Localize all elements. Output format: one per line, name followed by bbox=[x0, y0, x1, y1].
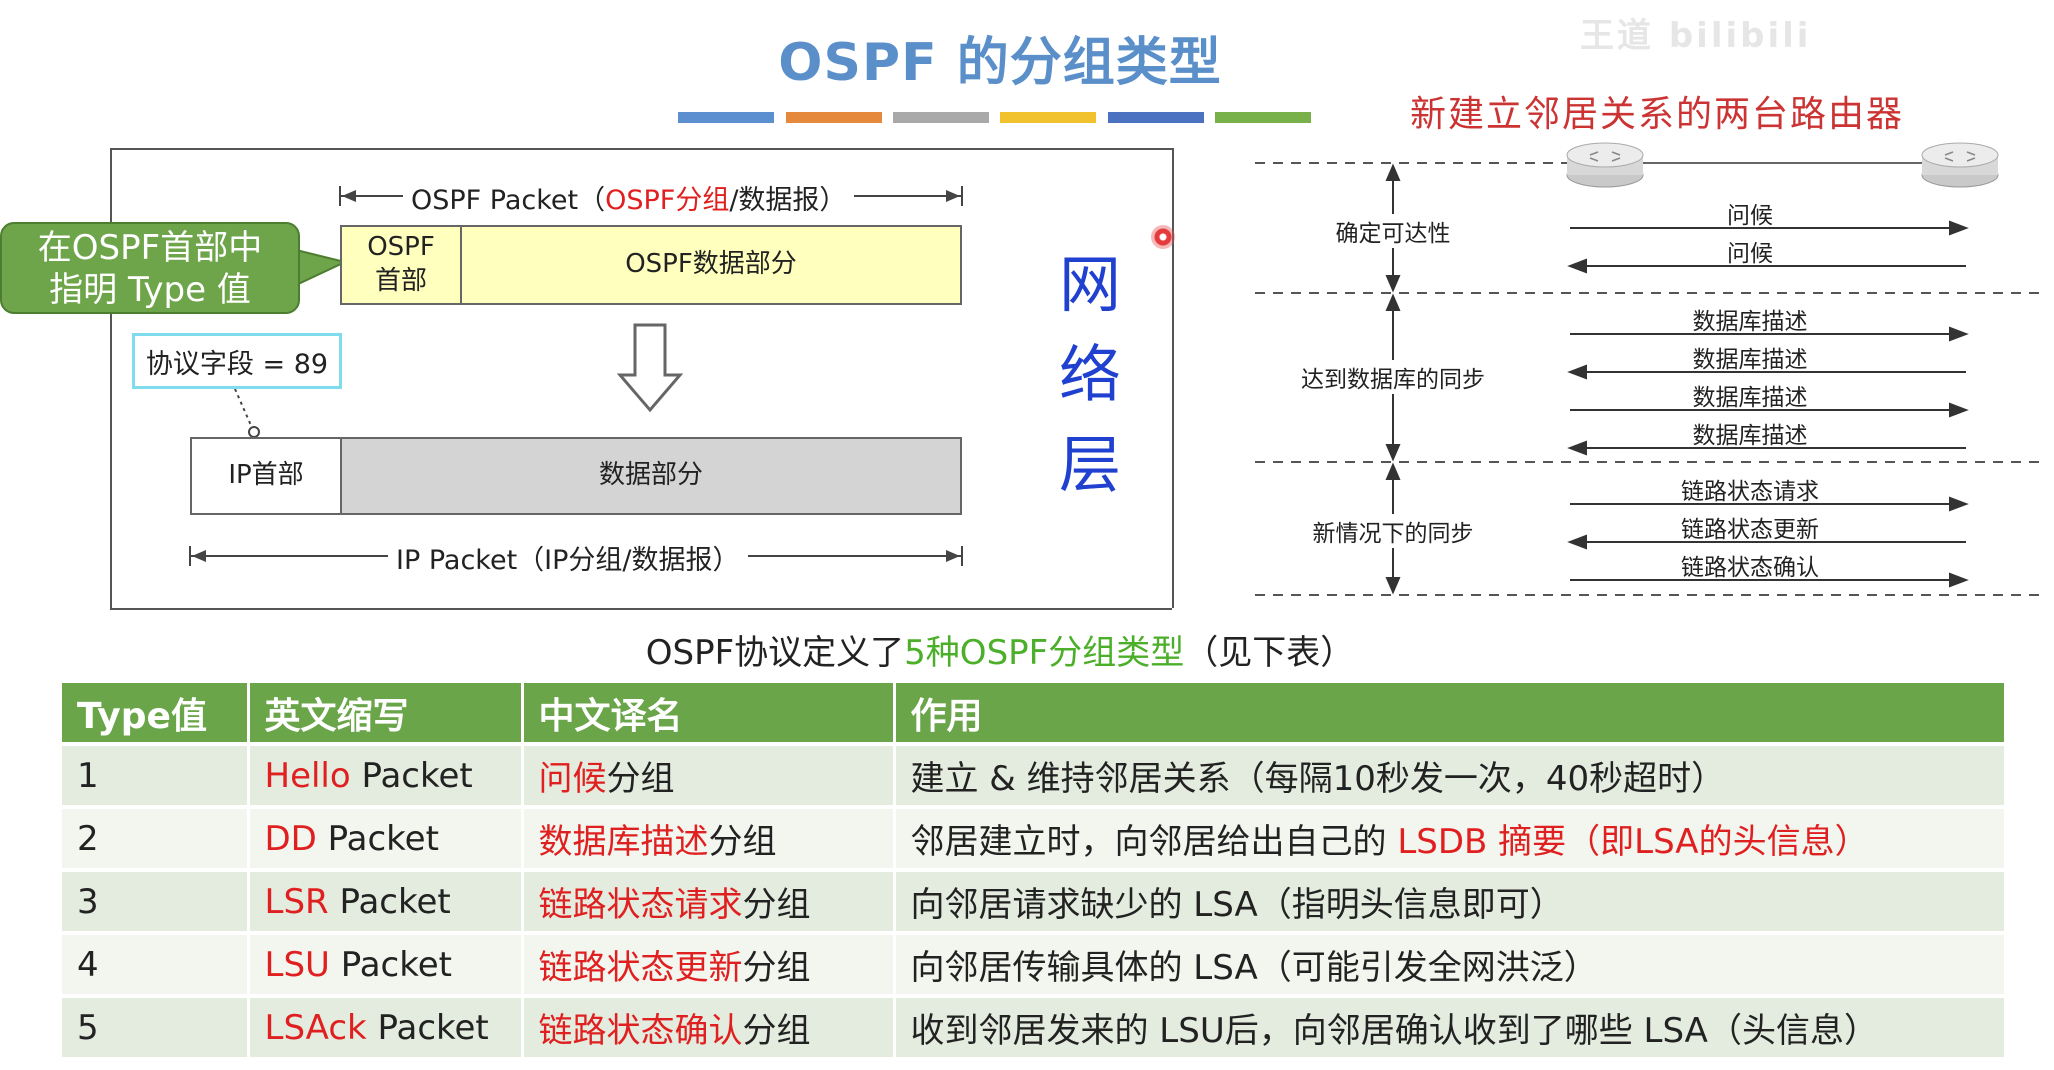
chinese-name-cell: 链路状态请求分组 bbox=[522, 868, 896, 933]
type-value-callout: 在OSPF首部中 指明 Type 值 bbox=[0, 222, 300, 314]
router-right-icon bbox=[1921, 142, 1999, 188]
message-label: 数据库描述 bbox=[1692, 309, 1808, 335]
table-row: 3 LSR Packet 链路状态请求分组 向邻居请求缺少的 LSA（指明头信息… bbox=[62, 868, 2004, 933]
protocol-field-callout: 协议字段 = 89 bbox=[132, 333, 342, 389]
abbr-cell: LSR Packet bbox=[248, 868, 524, 933]
table-row: 4 LSU Packet 链路状态更新分组 向邻居传输具体的 LSA（可能引发全… bbox=[62, 931, 2004, 996]
purpose-cell: 向邻居请求缺少的 LSA（指明头信息即可） bbox=[894, 868, 2004, 933]
purpose-cell: 向邻居传输具体的 LSA（可能引发全网洪泛） bbox=[894, 931, 2004, 996]
phase-label-reachability: 确定可达性 bbox=[1263, 214, 1523, 248]
deco-bar bbox=[1108, 112, 1204, 123]
table-row: 1 Hello Packet 问候分组 建立 & 维持邻居关系（每隔10秒发一次… bbox=[62, 742, 2004, 807]
abbr-cell: DD Packet bbox=[248, 805, 524, 870]
abbr-cell: LSU Packet bbox=[248, 931, 524, 996]
chinese-name-cell: 数据库描述分组 bbox=[522, 805, 896, 870]
message-label: 链路状态更新 bbox=[1681, 517, 1819, 543]
ospf-header-box: OSPF 首部 bbox=[340, 225, 462, 305]
router-left-icon bbox=[1566, 142, 1644, 188]
purpose-cell: 收到邻居发来的 LSU后，向邻居确认收到了哪些 LSA（头信息） bbox=[894, 994, 2004, 1057]
table-header-row: Type值 英文缩写 中文译名 作用 bbox=[62, 683, 2004, 744]
frame-bottom-border bbox=[110, 608, 1172, 610]
message-label: 数据库描述 bbox=[1692, 385, 1808, 411]
type-value-cell: 2 bbox=[62, 805, 250, 870]
message-label: 数据库描述 bbox=[1692, 347, 1808, 373]
ospf-packet-caption: OSPF Packet（OSPF分组/数据报） bbox=[403, 178, 855, 217]
purpose-cell: 邻居建立时，向邻居给出自己的 LSDB 摘要（即LSA的头信息） bbox=[894, 805, 2004, 870]
deco-bar bbox=[1215, 112, 1311, 123]
type-value-cell: 5 bbox=[62, 994, 250, 1057]
pointer-cursor-icon bbox=[1151, 225, 1175, 249]
type-value-cell: 4 bbox=[62, 931, 250, 996]
page-title: OSPF 的分组类型 bbox=[778, 33, 1222, 93]
column-header: Type值 bbox=[62, 683, 250, 744]
abbr-cell: Hello Packet bbox=[248, 742, 524, 807]
message-label: 问候 bbox=[1727, 203, 1773, 229]
ip-data-box: 数据部分 bbox=[340, 437, 962, 515]
column-header: 英文缩写 bbox=[248, 683, 524, 744]
message-label: 链路状态确认 bbox=[1681, 555, 1819, 581]
message-label: 问候 bbox=[1727, 241, 1773, 267]
phase-label-db-sync: 达到数据库的同步 bbox=[1263, 360, 1523, 394]
network-layer-frame bbox=[110, 148, 1174, 608]
deco-bar bbox=[1000, 112, 1096, 123]
type-value-cell: 3 bbox=[62, 868, 250, 933]
message-label: 数据库描述 bbox=[1692, 423, 1808, 449]
ip-header-box: IP首部 bbox=[190, 437, 342, 515]
column-header: 作用 bbox=[894, 683, 2004, 744]
chinese-name-cell: 问候分组 bbox=[522, 742, 896, 807]
type-value-cell: 1 bbox=[62, 742, 250, 807]
chinese-name-cell: 链路状态确认分组 bbox=[522, 994, 896, 1057]
watermark-logo: 王道 bilibili bbox=[1580, 16, 1812, 56]
table-row: 2 DD Packet 数据库描述分组 邻居建立时，向邻居给出自己的 LSDB … bbox=[62, 805, 2004, 870]
purpose-cell: 建立 & 维持邻居关系（每隔10秒发一次，40秒超时） bbox=[894, 742, 2004, 807]
abbr-cell: LSAck Packet bbox=[248, 994, 524, 1057]
frame-top-border bbox=[110, 148, 1172, 150]
table-subtitle: OSPF协议定义了5种OSPF分组类型（见下表） bbox=[645, 633, 1355, 673]
column-header: 中文译名 bbox=[522, 683, 896, 744]
message-label: 链路状态请求 bbox=[1681, 479, 1819, 505]
ospf-data-box: OSPF数据部分 bbox=[460, 225, 962, 305]
phase-label-new-sync: 新情况下的同步 bbox=[1263, 514, 1523, 548]
table-row: 5 LSAck Packet 链路状态确认分组 收到邻居发来的 LSU后，向邻居… bbox=[62, 994, 2004, 1057]
router-diagram-title: 新建立邻居关系的两台路由器 bbox=[1410, 94, 1905, 135]
network-layer-label: 网络层 bbox=[1058, 248, 1121, 501]
deco-bar bbox=[786, 112, 882, 123]
deco-bar bbox=[678, 112, 774, 123]
chinese-name-cell: 链路状态更新分组 bbox=[522, 931, 896, 996]
ip-packet-caption: IP Packet（IP分组/数据报） bbox=[388, 538, 748, 577]
deco-bar bbox=[893, 112, 989, 123]
ospf-packet-types-table: Type值 英文缩写 中文译名 作用 1 Hello Packet 问候分组 建… bbox=[62, 683, 2004, 1057]
